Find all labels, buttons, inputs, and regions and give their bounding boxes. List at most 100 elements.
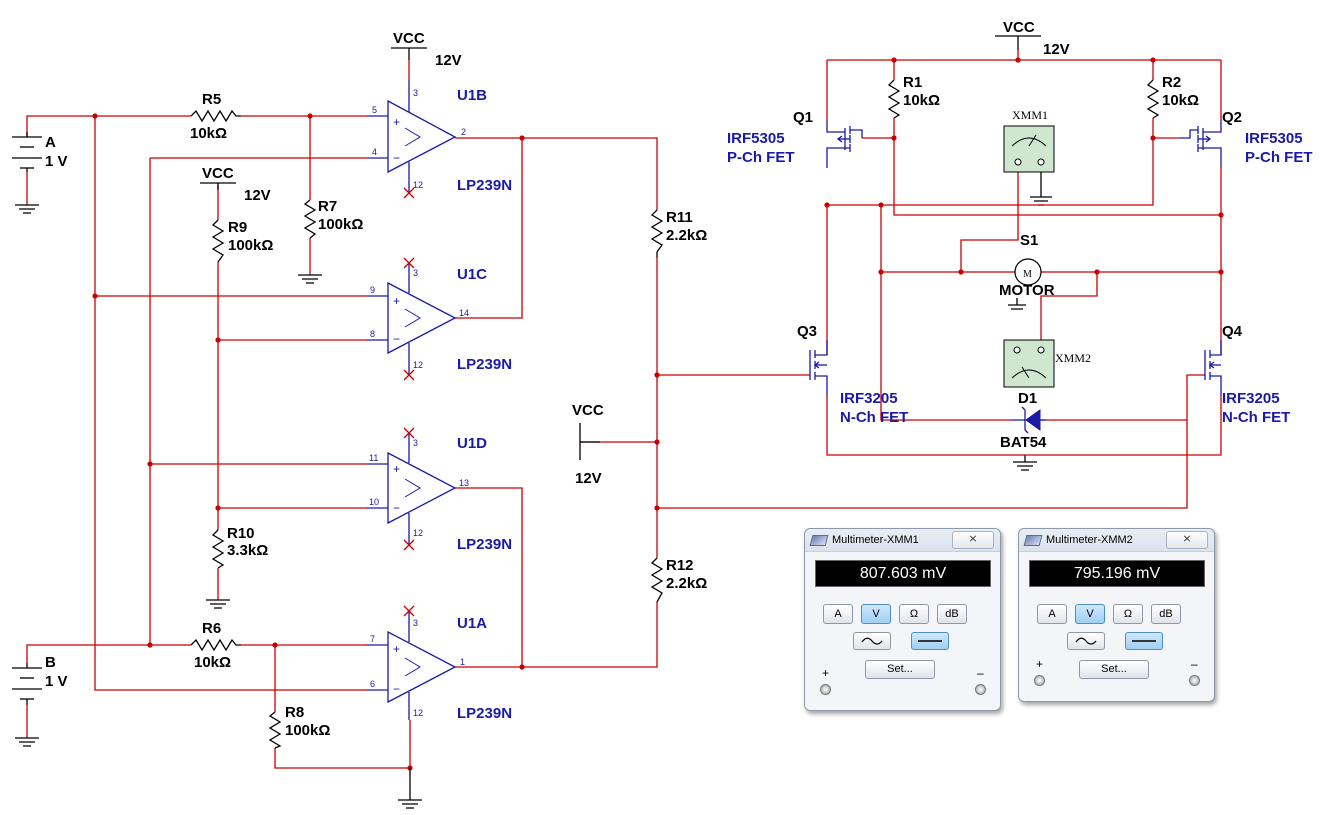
svg-text:N-Ch FET: N-Ch FET xyxy=(840,409,908,426)
svg-text:10kΩ: 10kΩ xyxy=(194,654,231,671)
svg-text:VCC: VCC xyxy=(393,30,425,47)
v12-hbridge-label: 12V xyxy=(1043,41,1070,58)
svg-text:6: 6 xyxy=(370,679,375,689)
sine-wave-icon xyxy=(1075,637,1097,645)
multimeter-xmm2-window[interactable]: Multimeter-XMM2 ⨯ 795.196 mV A V Ω dB Se… xyxy=(1018,528,1215,702)
battery-a: A 1 V xyxy=(12,132,68,172)
resistor-r6: R6 10kΩ xyxy=(190,620,241,671)
plus-terminal-icon[interactable] xyxy=(1034,675,1045,686)
svg-text:12V: 12V xyxy=(575,470,602,487)
mosfet-q4: Q4 IRF3205 N-Ch FET xyxy=(1204,323,1290,426)
svg-text:R10: R10 xyxy=(227,525,255,542)
meter-xmm2-icon: XMM2 xyxy=(1003,339,1091,388)
svg-text:10kΩ: 10kΩ xyxy=(903,92,940,109)
voltmeter-button[interactable]: V xyxy=(1075,604,1105,624)
svg-text:100kΩ: 100kΩ xyxy=(228,237,273,254)
svg-text:LP239N: LP239N xyxy=(457,356,512,373)
svg-text:3: 3 xyxy=(413,618,418,628)
vcc-top-left: VCC 12V xyxy=(391,30,462,80)
battery-b-name: B xyxy=(45,654,56,671)
dc-line-icon xyxy=(918,640,942,642)
plus-terminal-icon[interactable] xyxy=(820,684,831,695)
svg-text:2.2kΩ: 2.2kΩ xyxy=(666,575,707,592)
ohmmeter-button[interactable]: Ω xyxy=(1113,604,1143,624)
multimeter-reading: 807.603 mV xyxy=(815,560,991,587)
plus-label: + xyxy=(822,666,830,680)
ohmmeter-button[interactable]: Ω xyxy=(899,604,929,624)
svg-text:R11: R11 xyxy=(666,209,693,226)
opamp-u1a: 7 6 1 3 12 + − U1A LP239N xyxy=(367,605,512,722)
close-button[interactable]: ⨯ xyxy=(952,531,994,549)
set-button[interactable]: Set... xyxy=(865,660,935,679)
multimeter-titlebar[interactable]: Multimeter-XMM2 ⨯ xyxy=(1019,529,1214,552)
svg-text:U1B: U1B xyxy=(457,87,487,104)
svg-text:MOTOR: MOTOR xyxy=(999,282,1055,299)
svg-text:3: 3 xyxy=(413,88,418,98)
svg-text:5: 5 xyxy=(372,105,377,115)
coupling-buttons xyxy=(853,632,1013,650)
close-button[interactable]: ⨯ xyxy=(1166,531,1208,549)
resistor-r10: R10 3.3kΩ xyxy=(211,525,268,569)
svg-text:P-Ch FET: P-Ch FET xyxy=(1245,149,1313,166)
set-button[interactable]: Set... xyxy=(1079,660,1149,679)
ac-wave-button[interactable] xyxy=(1067,632,1105,650)
svg-text:R8: R8 xyxy=(285,704,304,721)
svg-text:10kΩ: 10kΩ xyxy=(1162,92,1199,109)
left-wires xyxy=(26,115,1205,769)
svg-text:R12: R12 xyxy=(666,557,694,574)
svg-text:12: 12 xyxy=(413,180,423,190)
svg-text:+: + xyxy=(393,115,400,129)
svg-text:+: + xyxy=(393,642,400,656)
decibel-button[interactable]: dB xyxy=(937,604,967,624)
svg-text:R2: R2 xyxy=(1162,74,1181,91)
svg-text:LP239N: LP239N xyxy=(457,177,512,194)
svg-text:11: 11 xyxy=(369,453,378,463)
vcc-r9: VCC 12V xyxy=(200,165,271,204)
voltmeter-button[interactable]: V xyxy=(861,604,891,624)
svg-text:10: 10 xyxy=(369,497,379,507)
opamp-u1d: 11 10 13 3 12 + − U1D LP239N xyxy=(367,427,512,553)
svg-text:12: 12 xyxy=(413,360,423,370)
multimeter-xmm1-window[interactable]: Multimeter-XMM1 ⨯ 807.603 mV A V Ω dB Se… xyxy=(804,528,1001,711)
minus-label: – xyxy=(977,666,984,680)
svg-text:8: 8 xyxy=(370,329,375,339)
resistor-r11: R11 2.2kΩ xyxy=(650,209,707,258)
svg-text:VCC: VCC xyxy=(202,165,234,182)
ammeter-button[interactable]: A xyxy=(1037,604,1067,624)
svg-text:IRF3205: IRF3205 xyxy=(840,390,898,407)
svg-text:Q3: Q3 xyxy=(797,323,817,340)
svg-text:N-Ch FET: N-Ch FET xyxy=(1222,409,1290,426)
ammeter-button[interactable]: A xyxy=(823,604,853,624)
svg-text:IRF5305: IRF5305 xyxy=(727,130,785,147)
multimeter-titlebar[interactable]: Multimeter-XMM1 ⨯ xyxy=(805,529,1000,552)
mosfet-q1: Q1 IRF5305 P-Ch FET xyxy=(727,109,863,168)
resistor-r1: R1 10kΩ xyxy=(887,74,940,119)
svg-text:S1: S1 xyxy=(1020,232,1038,249)
dc-button[interactable] xyxy=(1125,632,1163,650)
svg-text:+: + xyxy=(393,294,400,308)
svg-text:3: 3 xyxy=(413,268,418,278)
svg-text:U1C: U1C xyxy=(457,266,487,283)
vcc-center: VCC 12V xyxy=(572,402,604,487)
minus-label: – xyxy=(1191,657,1198,671)
decibel-button[interactable]: dB xyxy=(1151,604,1181,624)
svg-text:Q1: Q1 xyxy=(793,109,813,126)
opamp-u1c: 9 8 14 3 12 + − U1C LP239N xyxy=(367,257,512,381)
svg-text:P-Ch FET: P-Ch FET xyxy=(727,149,795,166)
resistor-r5: R5 10kΩ xyxy=(190,91,241,142)
svg-text:+: + xyxy=(393,462,400,476)
left-junctions xyxy=(92,113,660,771)
multimeter-app-icon xyxy=(1023,534,1043,546)
svg-text:−: − xyxy=(393,501,400,515)
svg-text:−: − xyxy=(393,151,400,165)
resistor-r7: R7 100kΩ xyxy=(303,198,363,239)
minus-terminal-icon[interactable] xyxy=(1189,675,1200,686)
svg-text:IRF5305: IRF5305 xyxy=(1245,130,1303,147)
svg-text:R9: R9 xyxy=(228,219,247,236)
plus-label: + xyxy=(1036,657,1044,671)
dc-button[interactable] xyxy=(911,632,949,650)
minus-terminal-icon[interactable] xyxy=(975,684,986,695)
ac-wave-button[interactable] xyxy=(853,632,891,650)
motor-icon: M MOTOR S1 xyxy=(999,232,1055,299)
